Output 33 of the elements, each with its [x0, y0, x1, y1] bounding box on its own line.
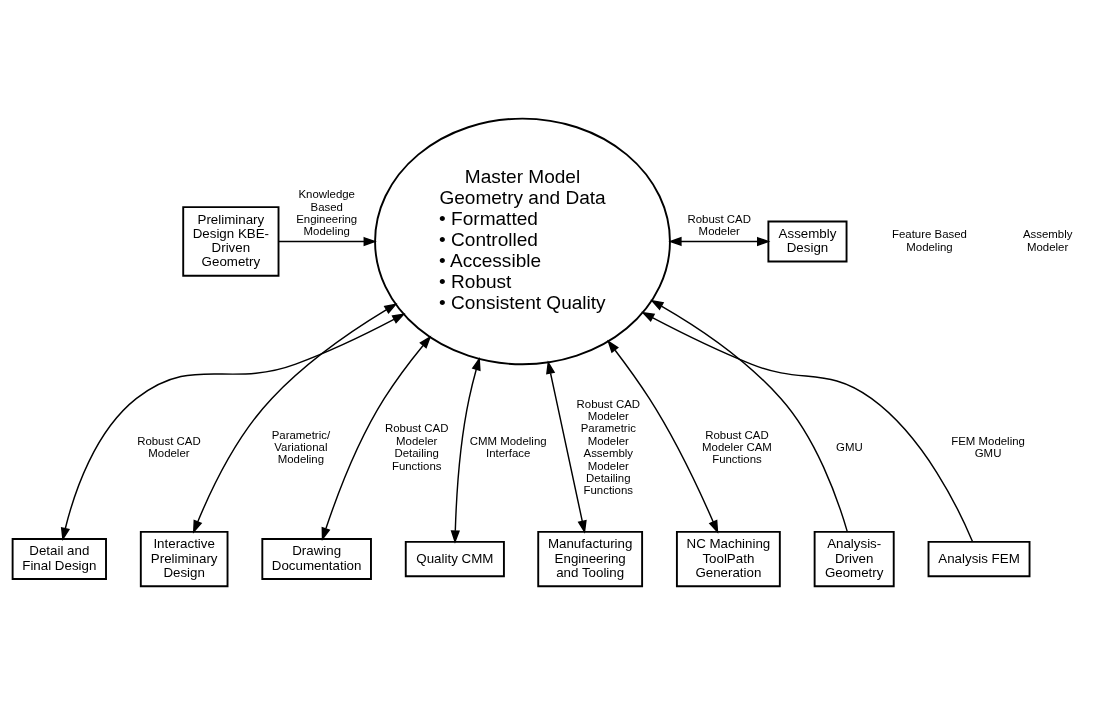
node-box: Assembly Design [767, 220, 848, 262]
edge-label: Robust CAD Modeler Parametric Modeler Assembly Modeler Detailing Functions [576, 397, 641, 496]
node-box: NC Machining ToolPath Generation [675, 530, 781, 587]
node-box: Drawing Documentation [261, 537, 372, 580]
arrow [192, 302, 398, 534]
node-box: Analysis-Driven Geometry [813, 530, 895, 587]
edge-label: FEM Modeling GMU [951, 434, 1025, 459]
node-box: Preliminary Design KBE-Driven Geometry [182, 205, 280, 277]
edge-label: Robust CAD Modeler [687, 212, 751, 237]
node-ellipse: Master Model Geometry and Data • Formatted • Controlled • Accessible • Robust • Consistent Quality [374, 117, 671, 365]
edge-label: GMU [836, 440, 863, 453]
arrow [668, 236, 771, 246]
edge-label: Parametric/ Variational Modeling [271, 428, 331, 465]
arrow [607, 339, 719, 534]
arrow [546, 360, 587, 534]
edge-label: Knowledge Based Engineering Modeling [296, 187, 358, 237]
edge-label: Robust CAD Modeler CAM Functions [702, 428, 772, 465]
arrow [278, 236, 377, 246]
arrow [450, 356, 481, 544]
node-box: Quality CMM [404, 540, 505, 577]
node-box: Manufacturing Engineering and Tooling [537, 530, 644, 587]
arrow [60, 312, 406, 541]
node-box: Interactive Preliminary Design [139, 530, 229, 587]
node-box: Analysis FEM [927, 540, 1031, 577]
edge-label: Robust CAD Modeler Detailing Functions [384, 421, 449, 472]
node-box: Detail and Final Design [11, 537, 107, 580]
arrow [321, 335, 432, 541]
edge-label: CMM Modeling Interface [469, 434, 547, 459]
arrow [650, 299, 848, 532]
edge-label: Robust CAD Modeler [137, 434, 201, 459]
label: Assembly Modeler [1022, 227, 1073, 253]
label: Feature Based Modeling [892, 227, 967, 253]
arrow [641, 311, 974, 542]
